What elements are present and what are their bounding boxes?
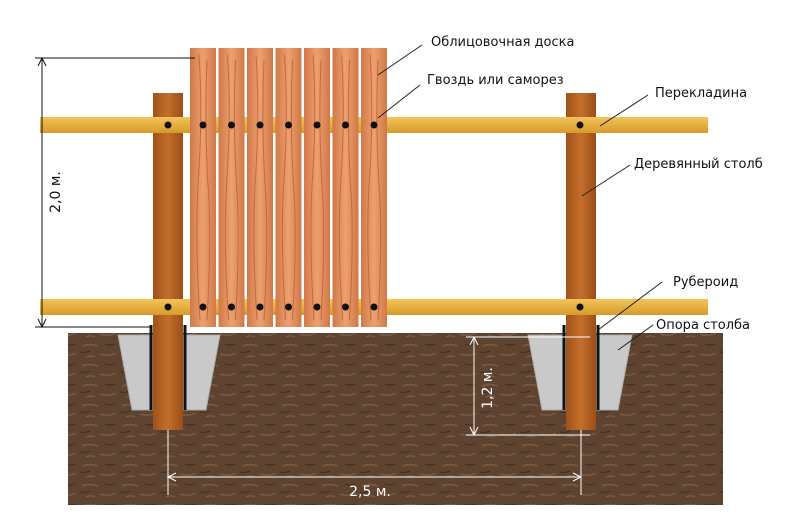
wood-grain [338,54,353,321]
facing-board [275,48,302,327]
nail-icon [285,121,292,129]
nail-icon [256,303,264,311]
leader-lines [377,44,663,351]
wood-grain [310,54,325,321]
facing-board [332,48,359,327]
nail-icon [313,121,321,129]
nail-icon [370,303,378,311]
wood-grain [367,54,382,321]
facing-board [190,48,216,327]
dimension-height-label: 2,0 м. [48,171,64,213]
facing-board [361,48,387,327]
label-rail: Перекладина [655,86,747,101]
nail-icon [576,303,584,311]
wood-grain [253,54,268,321]
nail-icon [576,121,584,129]
nail-icon [256,121,264,129]
nail-icon [164,303,172,311]
planks [190,48,387,327]
dimension-height [35,56,195,329]
nail-icon [164,121,172,129]
wood-grain [224,54,239,321]
label-roofing: Рубероид [673,275,738,290]
wood-grain [281,54,296,321]
nail-icon [199,121,207,129]
label-wooden-post: Деревянный столб [634,157,763,172]
nail-icon [370,121,378,129]
dimension-depth-label: 1,2 м. [480,367,496,409]
nail-icon [285,303,292,311]
label-facing-board: Облицовочная доска [431,35,574,50]
nail-icon [199,303,207,311]
dimension-depth [466,335,590,437]
wood-grain [196,54,211,321]
roofing-felt [149,325,600,410]
nail-icon [342,121,349,129]
post-right [566,93,596,430]
facing-board [218,48,245,327]
dimension-span [166,430,583,495]
facing-board [247,48,273,327]
nail-icon [342,303,349,311]
nail-icon [228,121,235,129]
dimension-span-label: 2,5 м. [349,484,391,500]
label-post-support: Опора столба [656,318,750,333]
nail-icon [228,303,235,311]
label-nail: Гвоздь или саморез [427,73,564,88]
post-left [153,93,183,430]
nail-icon [313,303,321,311]
facing-board [304,48,330,327]
